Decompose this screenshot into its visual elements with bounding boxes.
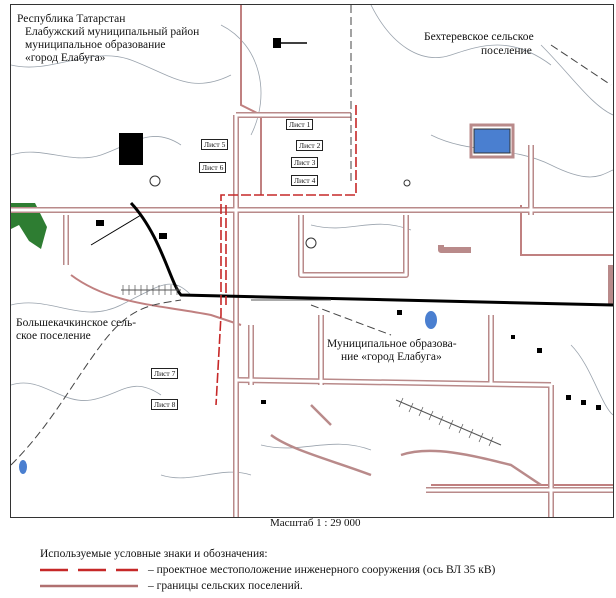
map-scale: Масштаб 1 : 29 000: [270, 517, 361, 529]
buildings: [96, 133, 601, 410]
ravines: [270, 404, 542, 487]
flag-marker: [273, 38, 281, 48]
sheet-label-7[interactable]: Лист 7: [151, 368, 179, 379]
region-municipal-line-1: Муниципальное образова-: [327, 338, 457, 350]
contour-lines: [11, 5, 613, 479]
title-line-2: Елабужский муниципальный район: [25, 26, 200, 38]
map-drawing: [11, 5, 613, 517]
title-line-4: «город Елабуга»: [25, 52, 106, 64]
small-pond: [19, 460, 27, 474]
title-line-1: Республика Татарстан: [17, 13, 126, 25]
sheet-label-3[interactable]: Лист 3: [291, 157, 319, 168]
legend-item-boundary: – границы сельских поселений.: [148, 580, 303, 592]
region-bekhterevskoe-line-1: Бехтеревское сельское: [424, 31, 534, 43]
sheet-label-4[interactable]: Лист 4: [291, 175, 319, 186]
sheet-label-5[interactable]: Лист 5: [201, 139, 229, 150]
sheet-label-8[interactable]: Лист 8: [151, 399, 179, 410]
settlement-boundaries: [70, 5, 613, 486]
hatch-ticks: [122, 285, 494, 447]
projected-line: [215, 105, 357, 406]
region-bekhterevskoe-line-2: поселение: [481, 45, 532, 57]
pond-reservoir: [473, 128, 511, 154]
region-bolsheshachkinskoe-line-2: ское поселение: [16, 330, 91, 342]
map-canvas: Республика Татарстан Елабужский муниципа…: [10, 4, 614, 518]
sheet-label-2[interactable]: Лист 2: [296, 140, 324, 151]
forest-area: [11, 203, 47, 249]
sheet-label-6[interactable]: Лист 6: [199, 162, 227, 173]
legend-item-projected: – проектное местоположение инженерного с…: [148, 564, 496, 576]
legend-title: Используемые условные знаки и обозначени…: [40, 548, 268, 560]
reservoir-embankment: [469, 123, 515, 159]
lake: [425, 311, 437, 329]
region-bolsheshachkinskoe-line-1: Большекачкинское сель-: [16, 317, 137, 329]
legend-symbols: [40, 568, 138, 588]
roads: [11, 112, 613, 517]
region-municipal-line-2: ние «город Елабуга»: [341, 351, 442, 363]
tracks: [11, 5, 612, 466]
sheet-label-1[interactable]: Лист 1: [286, 119, 314, 130]
settlement-symbols: [149, 175, 411, 249]
railway: [90, 201, 613, 307]
title-line-3: муниципальное образование: [25, 39, 166, 51]
